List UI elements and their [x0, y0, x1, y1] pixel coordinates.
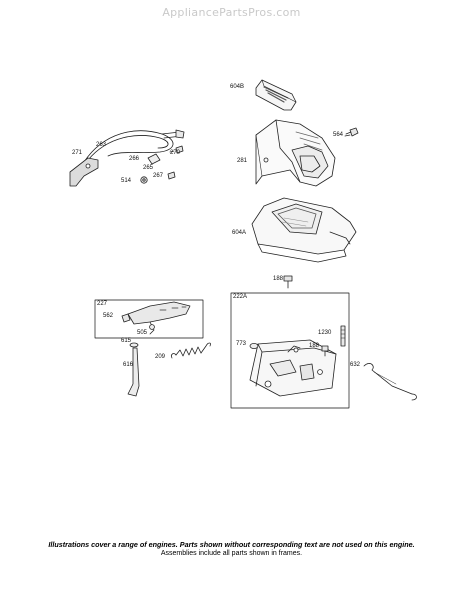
part-505-nut[interactable]	[149, 324, 155, 330]
label-632: 632	[350, 362, 361, 368]
label-616: 616	[123, 362, 134, 368]
label-773: 773	[236, 341, 247, 347]
part-773-nut[interactable]	[249, 342, 259, 349]
label-265: 265	[143, 165, 154, 171]
part-616-governor-shaft[interactable]	[127, 347, 140, 397]
part-564-screw[interactable]	[344, 127, 359, 137]
label-564: 564	[333, 132, 344, 138]
label-188-frame: 188	[309, 343, 320, 349]
part-514-nut[interactable]	[140, 176, 148, 184]
part-270-screw[interactable]	[169, 145, 184, 154]
label-604b: 604B	[230, 84, 245, 90]
part-267-screw[interactable]	[167, 171, 176, 180]
label-1230: 1230	[318, 330, 332, 336]
label-505: 505	[137, 330, 148, 336]
part-188-bolt[interactable]	[283, 275, 293, 289]
label-271: 271	[72, 150, 83, 156]
watermark: AppliancePartsPros.com	[162, 6, 301, 19]
label-514: 514	[121, 178, 132, 184]
part-604b-shroud-plate[interactable]	[255, 79, 297, 111]
part-615-washer[interactable]	[129, 342, 139, 348]
part-222a-control-bracket[interactable]	[249, 339, 337, 397]
part-209-spring[interactable]	[171, 342, 211, 359]
part-265-clip[interactable]	[147, 153, 161, 165]
label-188-top: 188	[273, 276, 284, 282]
label-270: 270	[170, 150, 181, 156]
label-263: 263	[96, 142, 107, 148]
label-209: 209	[155, 354, 166, 360]
label-281: 281	[237, 158, 248, 164]
part-188-frame-bolt[interactable]	[321, 345, 329, 357]
frame-222a-assembly	[230, 292, 350, 409]
label-222a: 222A	[233, 294, 248, 300]
part-562-screw[interactable]	[121, 313, 131, 323]
footer-note-assemblies: Assemblies include all parts shown in fr…	[160, 550, 303, 557]
label-267: 267	[153, 173, 164, 179]
part-1230-stud[interactable]	[340, 325, 346, 347]
label-227: 227	[97, 301, 108, 307]
label-604a: 604A	[232, 230, 247, 236]
footer-note-illustrations: Illustrations cover a range of engines. …	[48, 540, 415, 549]
label-615: 615	[121, 338, 132, 344]
frame-227-assembly	[94, 299, 204, 339]
part-604a-lower-shroud[interactable]	[251, 197, 357, 263]
part-271-control-lever[interactable]	[69, 157, 99, 187]
part-632-link-rod[interactable]	[363, 363, 417, 401]
part-263-throttle-cable[interactable]	[83, 129, 185, 163]
part-281-blower-housing[interactable]	[255, 119, 336, 187]
label-562: 562	[103, 313, 114, 319]
label-266: 266	[129, 156, 140, 162]
